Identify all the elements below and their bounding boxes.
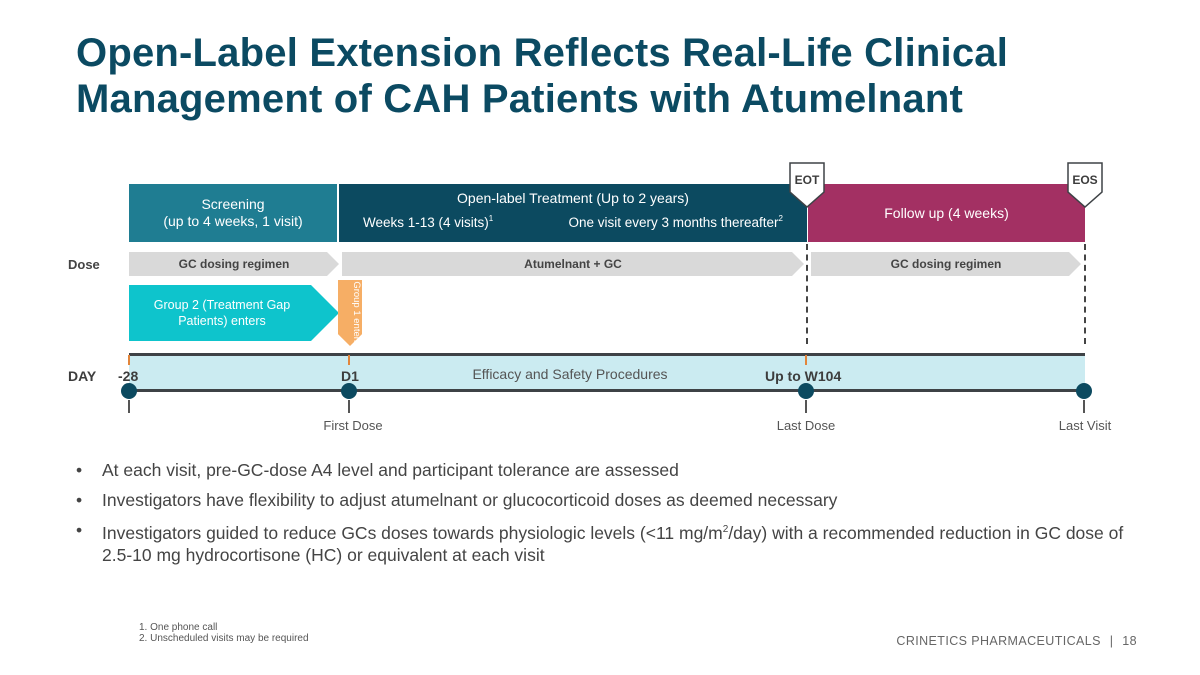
weeks-1-13-text: Weeks 1-13 (4 visits)1 <box>363 210 493 231</box>
screening-detail: (up to 4 weeks, 1 visit) <box>163 213 303 229</box>
open-label-treatment-phase: Open-label Treatment (Up to 2 years) Wee… <box>339 184 807 242</box>
bullet-dot-icon: • <box>76 490 83 510</box>
footnote-2: 2. Unscheduled visits may be required <box>139 633 309 644</box>
timeline-tick <box>1083 400 1085 413</box>
bullet-item: • At each visit, pre-GC-dose A4 level an… <box>76 459 1136 481</box>
efficacy-safety-band <box>129 353 1085 391</box>
eot-label: EOT <box>794 173 820 187</box>
day-label-w104: Up to W104 <box>765 368 842 384</box>
dose-segment-treatment: Atumelnant + GC <box>342 252 804 276</box>
timeline-axis <box>129 389 1085 392</box>
bullet-item: • Investigators have flexibility to adju… <box>76 489 1136 511</box>
footer-branding: CRINETICS PHARMACEUTICALS | 18 <box>880 634 1137 648</box>
timeline-point <box>798 383 814 399</box>
bullet-dot-icon: • <box>76 460 83 480</box>
follow-up-label: Follow up (4 weeks) <box>884 204 1009 221</box>
milestone-last-visit: Last Visit <box>1058 418 1112 433</box>
screening-title: Screening <box>201 196 265 212</box>
group-1-entry-arrow: Group 1 enters <box>338 280 362 346</box>
footnotes: 1. One phone call 2. Unscheduled visits … <box>139 622 309 644</box>
eot-dashed-line <box>806 244 808 344</box>
timeline-tick <box>348 400 350 413</box>
dose-segment-label: GC dosing regimen <box>890 257 1002 271</box>
timeline-point <box>121 383 137 399</box>
weeks-1-13-label: Weeks 1-13 (4 visits) <box>363 215 489 230</box>
open-label-title: Open-label Treatment (Up to 2 years) <box>457 190 689 206</box>
day-label-minus-28: -28 <box>118 368 139 384</box>
timeline-point <box>1076 383 1092 399</box>
dose-row-label: Dose <box>68 257 100 272</box>
eot-marker: EOT <box>789 162 825 209</box>
bullet-text-part: /day) with a recommended reduction in GC… <box>102 523 1124 565</box>
day-label-d1: D1 <box>341 368 359 384</box>
bullet-item: • Investigators guided to reduce GCs dos… <box>76 519 1136 566</box>
eos-label: EOS <box>1072 173 1098 187</box>
group-1-label: Group 1 enters <box>351 281 362 345</box>
timeline-tick <box>805 400 807 413</box>
footnote-ref-1: 1 <box>488 214 494 223</box>
bullet-text: Investigators have flexibility to adjust… <box>102 490 838 510</box>
eos-dashed-line <box>1084 244 1086 344</box>
day-tick <box>128 355 130 365</box>
group-2-label: Group 2 (Treatment Gap Patients) enters <box>153 298 291 328</box>
timeline-point <box>341 383 357 399</box>
eos-pentagon-icon <box>1067 162 1103 209</box>
group-2-entry-arrow: Group 2 (Treatment Gap Patients) enters <box>129 285 339 341</box>
milestone-first-dose: First Dose <box>323 418 383 433</box>
page-number: 18 <box>1122 634 1137 648</box>
day-row-label: DAY <box>68 368 97 384</box>
quarterly-visits-text: One visit every 3 months thereafter2 <box>568 210 783 231</box>
slide-title-line-2: Management of CAH Patients with Atumelna… <box>76 77 963 121</box>
footer-separator: | <box>1109 634 1114 648</box>
eot-pentagon-icon <box>789 162 825 209</box>
bullet-dot-icon: • <box>76 520 83 540</box>
footnote-ref-2: 2 <box>778 214 783 223</box>
eos-marker: EOS <box>1067 162 1103 209</box>
quarterly-visits-label: One visit every 3 months thereafter <box>568 215 779 230</box>
efficacy-safety-label: Efficacy and Safety Procedures <box>472 366 668 382</box>
timeline-tick <box>128 400 130 413</box>
slide-title-line-1: Open-Label Extension Reflects Real-Life … <box>76 31 1009 75</box>
day-tick <box>805 355 807 365</box>
bullet-text-part: Investigators guided to reduce GCs doses… <box>102 523 723 543</box>
footnote-1: 1. One phone call <box>139 622 218 633</box>
follow-up-phase: Follow up (4 weeks) <box>808 184 1085 242</box>
slide-title: Open-Label Extension Reflects Real-Life … <box>76 30 1176 122</box>
day-tick <box>348 355 350 365</box>
dose-segment-label: GC dosing regimen <box>178 257 290 271</box>
screening-phase: Screening (up to 4 weeks, 1 visit) <box>129 184 337 242</box>
dose-segment-label: Atumelnant + GC <box>524 257 622 271</box>
dose-segment-follow-up: GC dosing regimen <box>811 252 1081 276</box>
bullet-text: At each visit, pre-GC-dose A4 level and … <box>102 460 679 480</box>
key-points-list: • At each visit, pre-GC-dose A4 level an… <box>76 459 1136 574</box>
bullet-text: Investigators guided to reduce GCs doses… <box>102 519 1136 566</box>
dose-segment-screening: GC dosing regimen <box>129 252 339 276</box>
milestone-last-dose: Last Dose <box>776 418 836 433</box>
superscript: 2 <box>722 524 729 535</box>
company-name: CRINETICS PHARMACEUTICALS <box>896 634 1101 648</box>
